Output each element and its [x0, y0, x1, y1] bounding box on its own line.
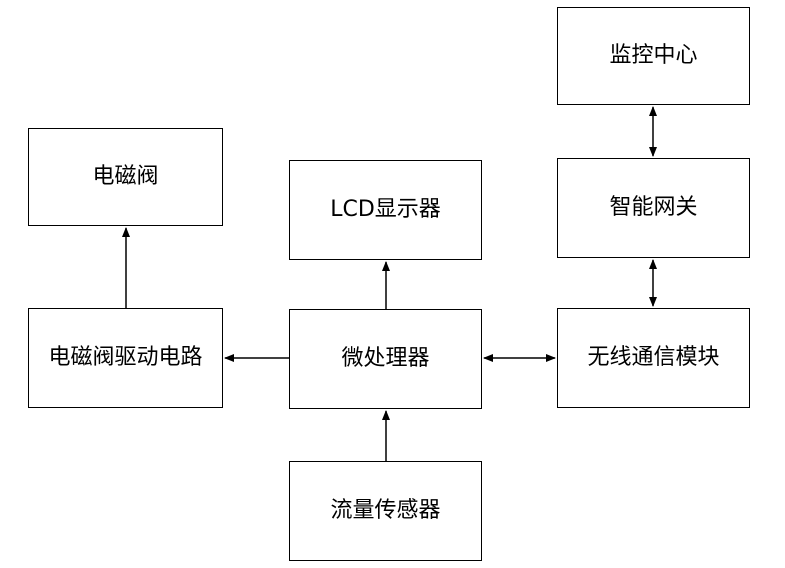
node-lcd-display: LCD显示器 [289, 160, 482, 260]
node-monitor-center: 监控中心 [557, 7, 750, 105]
node-gateway: 智能网关 [557, 158, 750, 258]
node-flow-sensor: 流量传感器 [289, 461, 482, 561]
node-solenoid-valve: 电磁阀 [28, 128, 223, 226]
node-wireless-module-label: 无线通信模块 [587, 345, 720, 371]
node-valve-driver: 电磁阀驱动电路 [28, 308, 223, 408]
node-lcd-display-label: LCD显示器 [330, 197, 441, 223]
node-valve-driver-label: 电磁阀驱动电路 [48, 345, 203, 371]
node-microprocessor: 微处理器 [289, 309, 482, 409]
node-flow-sensor-label: 流量传感器 [330, 498, 441, 524]
node-monitor-center-label: 监控中心 [609, 43, 698, 69]
node-wireless-module: 无线通信模块 [557, 308, 750, 408]
node-solenoid-valve-label: 电磁阀 [92, 164, 159, 190]
node-microprocessor-label: 微处理器 [341, 346, 430, 372]
node-gateway-label: 智能网关 [609, 195, 698, 221]
